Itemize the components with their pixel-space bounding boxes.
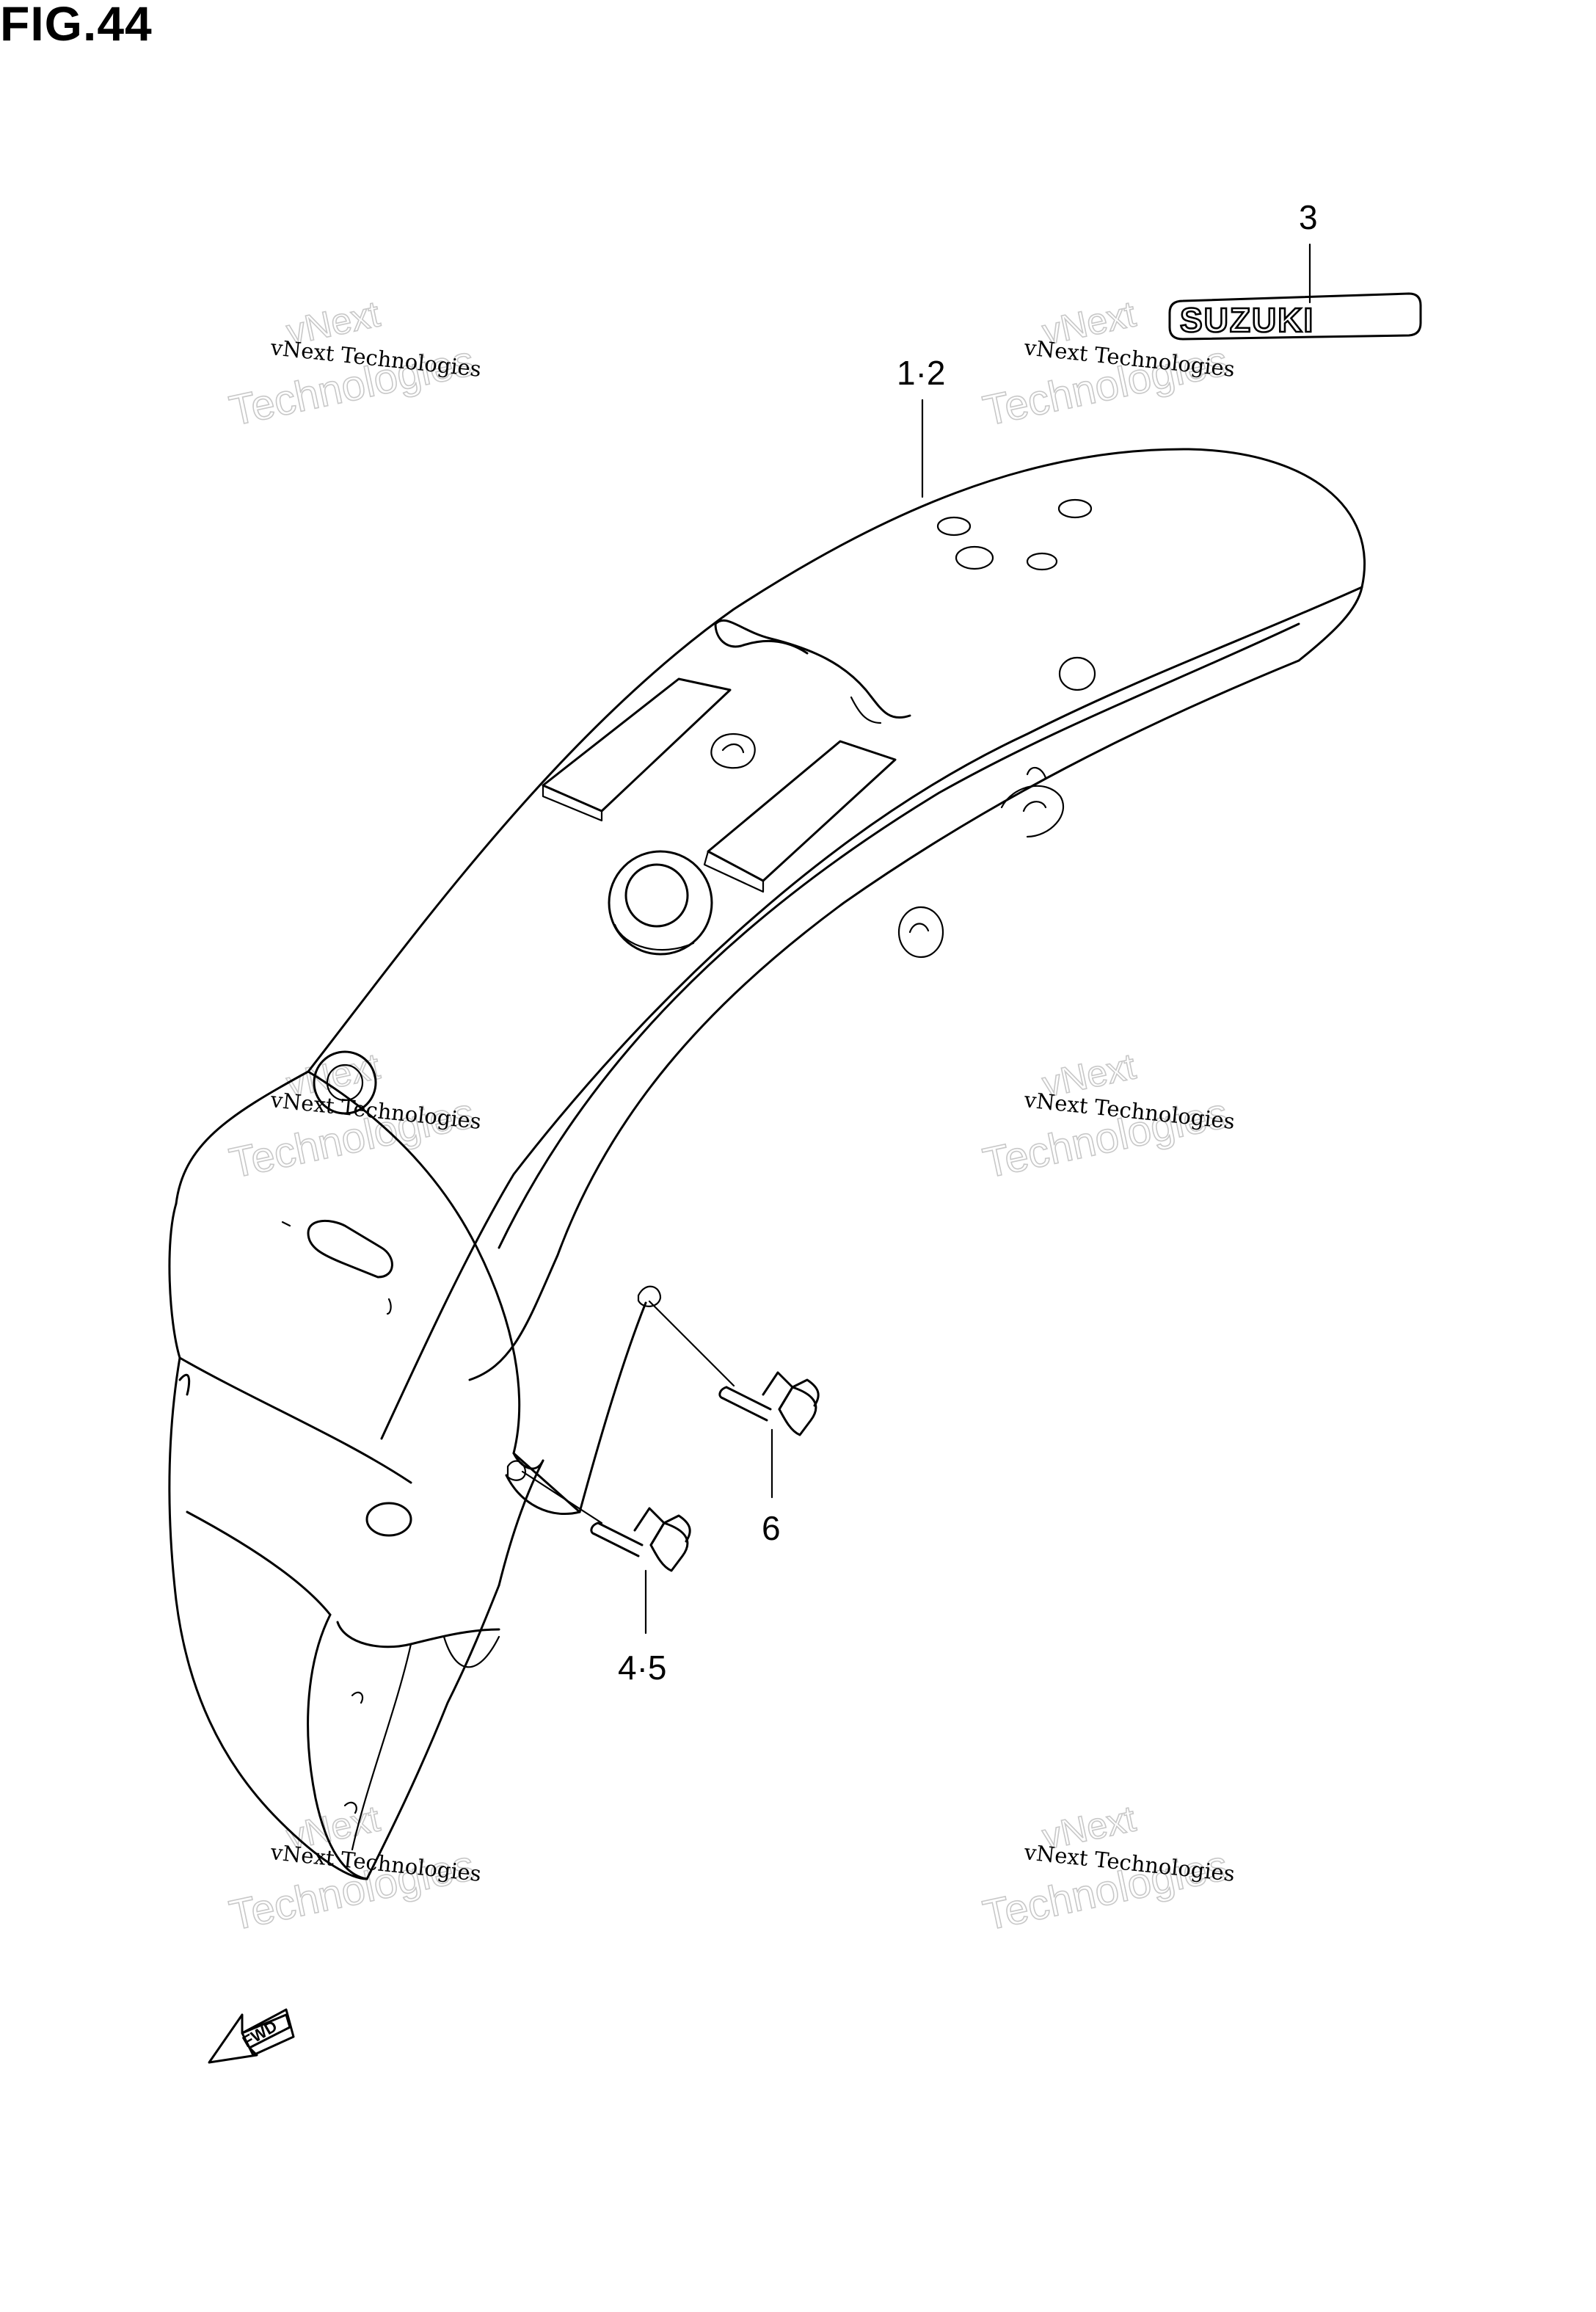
suzuki-emblem: SUZUKI [1168,292,1422,341]
callout-6: 6 [762,1509,781,1547]
leader-line-4-5-hole [521,1470,603,1524]
leader-lines [521,243,1311,1635]
leader-line-6-hole [648,1300,735,1387]
watermark-bottom-left: Technologies vNext vNext Technologies [225,1797,482,1941]
callout-3: 3 [1299,198,1318,236]
watermark-top-left: Technologies vNext vNext Technologies [225,293,482,436]
bolt-4-5 [590,1507,691,1572]
figure-title: FIG.44 [0,0,153,51]
fwd-arrow-icon: FWD [208,2008,295,2064]
rear-fender [168,448,1366,1880]
bolt-6 [718,1371,820,1436]
watermark-bottom-right: Technologies vNext vNext Technologies [978,1797,1236,1941]
callout-1-2: 1·2 [897,354,945,392]
callout-4-5: 4·5 [618,1648,666,1687]
watermark-mid-right: Technologies vNext vNext Technologies [978,1045,1236,1188]
emblem-text: SUZUKI [1180,301,1314,339]
